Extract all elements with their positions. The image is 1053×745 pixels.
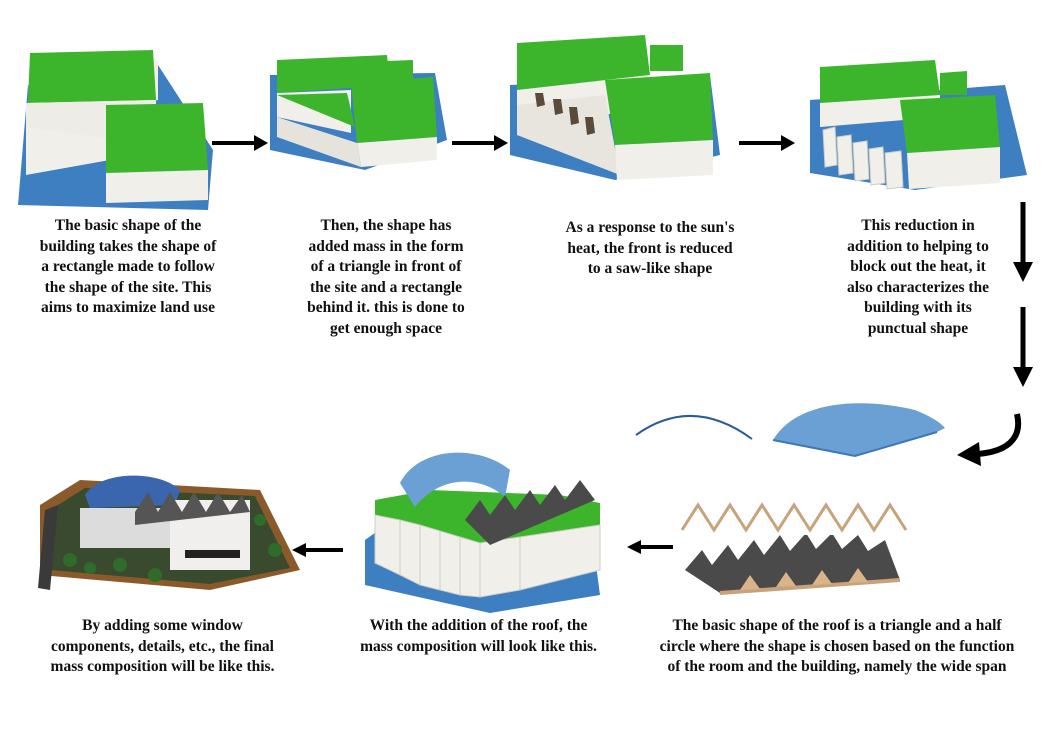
caption-line: components, details, etc., the final: [50, 637, 274, 655]
caption-line: heat, the front is reduced: [567, 239, 733, 257]
half-circle-curve-figure: [635, 415, 753, 440]
caption-line: of the room and the building, namely the…: [667, 658, 1007, 675]
final-composition-figure: [38, 475, 300, 590]
caption-line: As a response to the sun's: [565, 219, 735, 236]
caption-line: mass composition will look like this.: [360, 637, 597, 655]
arrow-right-2: [452, 135, 508, 151]
caption-line: Then, the shape has: [320, 217, 452, 234]
caption-line: mass composition will be like this.: [50, 658, 275, 675]
caption-line: circle where the shape is chosen based o…: [659, 637, 1015, 655]
arrow-left-2: [292, 543, 343, 557]
caption-line: to a saw-like shape: [587, 260, 713, 277]
caption-line: of a triangle in front of: [310, 258, 462, 275]
caption-line: added mass in the form: [308, 237, 464, 255]
arrow-right-3: [739, 135, 795, 151]
arrow-right-1: [212, 135, 268, 151]
step5-caption: The basic shape of the roof is a triangl…: [628, 616, 1046, 678]
caption-line: a rectangle made to follow: [41, 258, 215, 275]
half-circle-roof-figure: [772, 403, 945, 458]
caption-line: With the addition of the roof, the: [369, 617, 588, 634]
triangle-zigzag-line-figure: [680, 502, 908, 533]
step2-caption: Then, the shape has added mass in the fo…: [286, 216, 486, 339]
arrow-down-1: [1013, 202, 1033, 282]
step1-basic-rectangle-figure: [18, 50, 213, 210]
arrow-curved: [957, 413, 1022, 466]
triangle-roof-figure: [685, 535, 901, 595]
caption-line: get enough space: [330, 319, 442, 337]
step4-punctual-shape-figure: [810, 60, 1027, 190]
caption-line: The basic shape of the: [54, 217, 202, 234]
caption-line: block out the heat, it: [850, 258, 986, 275]
arrow-left-1: [627, 540, 673, 554]
caption-line: the shape of the site. This: [44, 278, 212, 296]
caption-line: punctual shape: [867, 319, 969, 337]
caption-line: building takes the shape of: [39, 237, 217, 255]
caption-line: The basic shape of the roof is a triangl…: [672, 617, 1002, 634]
mass-with-roof-figure: [365, 452, 601, 613]
caption-line: the site and a rectangle: [309, 278, 463, 296]
caption-line: By adding some window: [82, 617, 243, 634]
caption-line: aims to maximize land use: [41, 299, 215, 316]
caption-line: building with its: [864, 299, 972, 316]
step3-caption: As a response to the sun's heat, the fro…: [545, 218, 755, 280]
caption-line: also characterizes the: [846, 278, 990, 296]
caption-line: This reduction in: [861, 217, 975, 234]
caption-line: behind it. this is done to: [307, 299, 465, 316]
step1-caption: The basic shape of the building takes th…: [18, 216, 238, 319]
step6-caption: With the addition of the roof, the mass …: [336, 616, 621, 657]
step4-caption: This reduction in addition to helping to…: [828, 216, 1008, 339]
arrow-down-2: [1013, 307, 1033, 387]
step7-caption: By adding some window components, detail…: [20, 616, 305, 678]
caption-line: addition to helping to: [847, 237, 989, 255]
step3-saw-front-figure: [510, 35, 720, 180]
step2-added-mass-figure: [270, 55, 447, 170]
